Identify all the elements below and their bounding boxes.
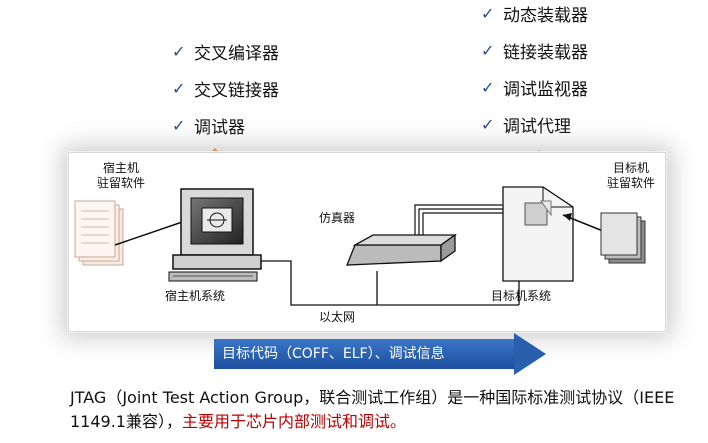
object-code-banner bbox=[214, 339, 514, 369]
host-documents-icon bbox=[74, 200, 124, 266]
left-tool-list: ✓交叉编译器 ✓交叉链接器 ✓调试器 bbox=[172, 33, 279, 144]
target-board-icon bbox=[502, 186, 574, 282]
highlight-text: 主要用于芯片内部测试和调试。 bbox=[182, 412, 407, 431]
diagram-graphics bbox=[74, 186, 646, 306]
system-diagram: 宿主机 驻留软件 宿主机系统 仿真器 以太网 目标机 驻留软件 目标机系统 bbox=[68, 152, 666, 332]
host-software-label: 宿主机 驻留软件 bbox=[97, 161, 146, 190]
list-item: ✓动态装载器 bbox=[481, 4, 588, 26]
checkmark-icon: ✓ bbox=[481, 4, 495, 23]
list-item: ✓调试监视器 bbox=[481, 78, 588, 100]
list-item: ✓交叉链接器 bbox=[172, 79, 279, 101]
list-item: ✓交叉编译器 bbox=[172, 42, 279, 64]
emulator-label: 仿真器 bbox=[319, 211, 356, 225]
banner-arrow-icon bbox=[514, 333, 546, 375]
target-system-label: 目标机系统 bbox=[491, 289, 552, 303]
checkmark-icon: ✓ bbox=[172, 42, 186, 61]
checkmark-icon: ✓ bbox=[172, 116, 186, 135]
list-item: ✓链接装载器 bbox=[481, 41, 588, 63]
checkmark-icon: ✓ bbox=[172, 79, 186, 98]
target-documents-icon bbox=[600, 212, 646, 264]
target-software-label: 目标机 驻留软件 bbox=[607, 161, 656, 190]
ethernet-cable bbox=[261, 260, 519, 306]
checkmark-icon: ✓ bbox=[481, 41, 495, 60]
checkmark-icon: ✓ bbox=[481, 78, 495, 97]
banner-text: 目标代码（COFF、ELF）、调试信息 bbox=[222, 346, 445, 362]
checkmark-icon: ✓ bbox=[481, 115, 495, 134]
host-computer-icon bbox=[168, 188, 262, 282]
list-item: ✓调试代理 bbox=[481, 115, 571, 137]
list-item: ✓调试器 bbox=[172, 116, 245, 138]
jtag-description: JTAG（Joint Test Action Group，联合测试工作组）是一种… bbox=[70, 388, 675, 431]
right-tool-list: ✓动态装载器 ✓链接装载器 ✓调试监视器 ✓调试代理 bbox=[481, 0, 588, 143]
emulator-icon bbox=[346, 204, 507, 266]
host-system-label: 宿主机系统 bbox=[165, 289, 226, 303]
ethernet-label: 以太网 bbox=[319, 310, 356, 324]
